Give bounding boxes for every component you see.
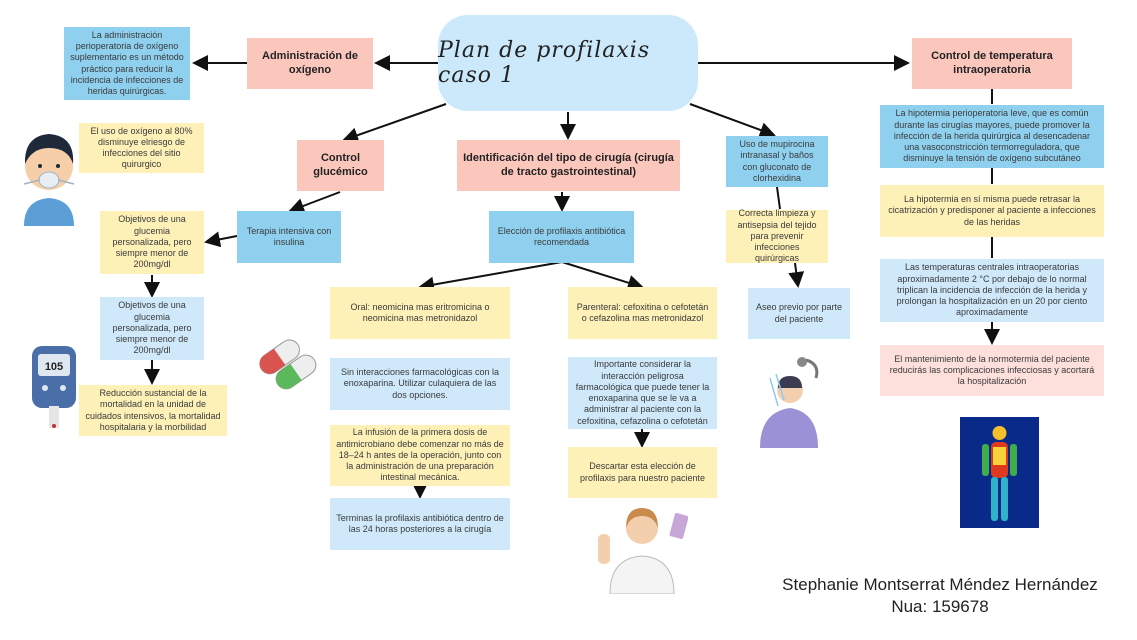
author-block: Stephanie Montserrat Méndez Hernández Nu… [760, 574, 1120, 618]
glucometer-reading: 105 [45, 361, 63, 373]
node-glycemic-control: Control glucémico [297, 140, 384, 191]
node-glycemia-objective-2: Objetivos de una glucemia personalizada,… [100, 297, 204, 360]
node-glycemia-objective-1: Objetivos de una glucemia personalizada,… [100, 211, 204, 274]
doctor-illustration [598, 508, 688, 594]
node-temperature-control: Control de temperatura intraoperatoria [912, 38, 1072, 89]
node-oral-option: Oral: neomicina mas eritromicina o neomi… [330, 287, 510, 339]
node-oxygen-administration: Administración de oxígeno [247, 38, 373, 89]
node-dangerous-interaction: Importante considerar la interacción pel… [568, 357, 717, 429]
node-temperature-4: El mantenimiento de la normotermia del p… [880, 345, 1104, 396]
node-oxygen-80: El uso de oxígeno al 80% disminuye elrie… [79, 123, 204, 173]
glucometer-illustration: 105 [32, 346, 76, 428]
node-end-prophylaxis: Terminas la profilaxis antibiótica dentr… [330, 498, 510, 550]
node-parenteral-option: Parenteral: cefoxitina o cefotetán o cef… [568, 287, 717, 339]
node-patient-hygiene: Aseo previo por parte del paciente [748, 288, 850, 339]
diagram-title: Plan de profilaxis caso 1 [438, 15, 698, 111]
oxygen-mask-patient-illustration [23, 134, 75, 226]
node-no-interactions: Sin interacciones farmacológicas con la … [330, 358, 510, 410]
node-mupirocin: Uso de mupirocina intranasal y baños con… [726, 136, 828, 187]
node-temperature-2: La hipotermia en sí misma puede retrasar… [880, 185, 1104, 237]
node-surgery-type: Identificación del tipo de cirugía (ciru… [457, 140, 680, 191]
node-antibiotic-choice: Elección de profilaxis antibiótica recom… [489, 211, 634, 263]
node-mortality-reduction: Reducción sustancial de la mortalidad en… [79, 385, 227, 436]
node-insulin-therapy: Terapia intensiva con insulina [237, 211, 341, 263]
node-oxygen-info: La administración perioperatoria de oxíg… [64, 27, 190, 100]
node-temperature-3: Las temperaturas centrales intraoperator… [880, 259, 1104, 322]
node-temperature-1: La hipotermia perioperatoria leve, que e… [880, 105, 1104, 168]
thermal-body-illustration [960, 417, 1039, 528]
node-infusion-timing: La infusión de la primera dosis de antim… [330, 425, 510, 486]
pills-illustration [259, 339, 317, 390]
shower-person-illustration [760, 357, 819, 448]
author-name: Stephanie Montserrat Méndez Hernández [782, 575, 1098, 594]
author-nua: Nua: 159678 [891, 597, 989, 617]
node-discard-option: Descartar esta elección de profilaxis pa… [568, 447, 717, 498]
node-cleaning: Correcta limpieza y antisepsia del tejid… [726, 208, 828, 263]
